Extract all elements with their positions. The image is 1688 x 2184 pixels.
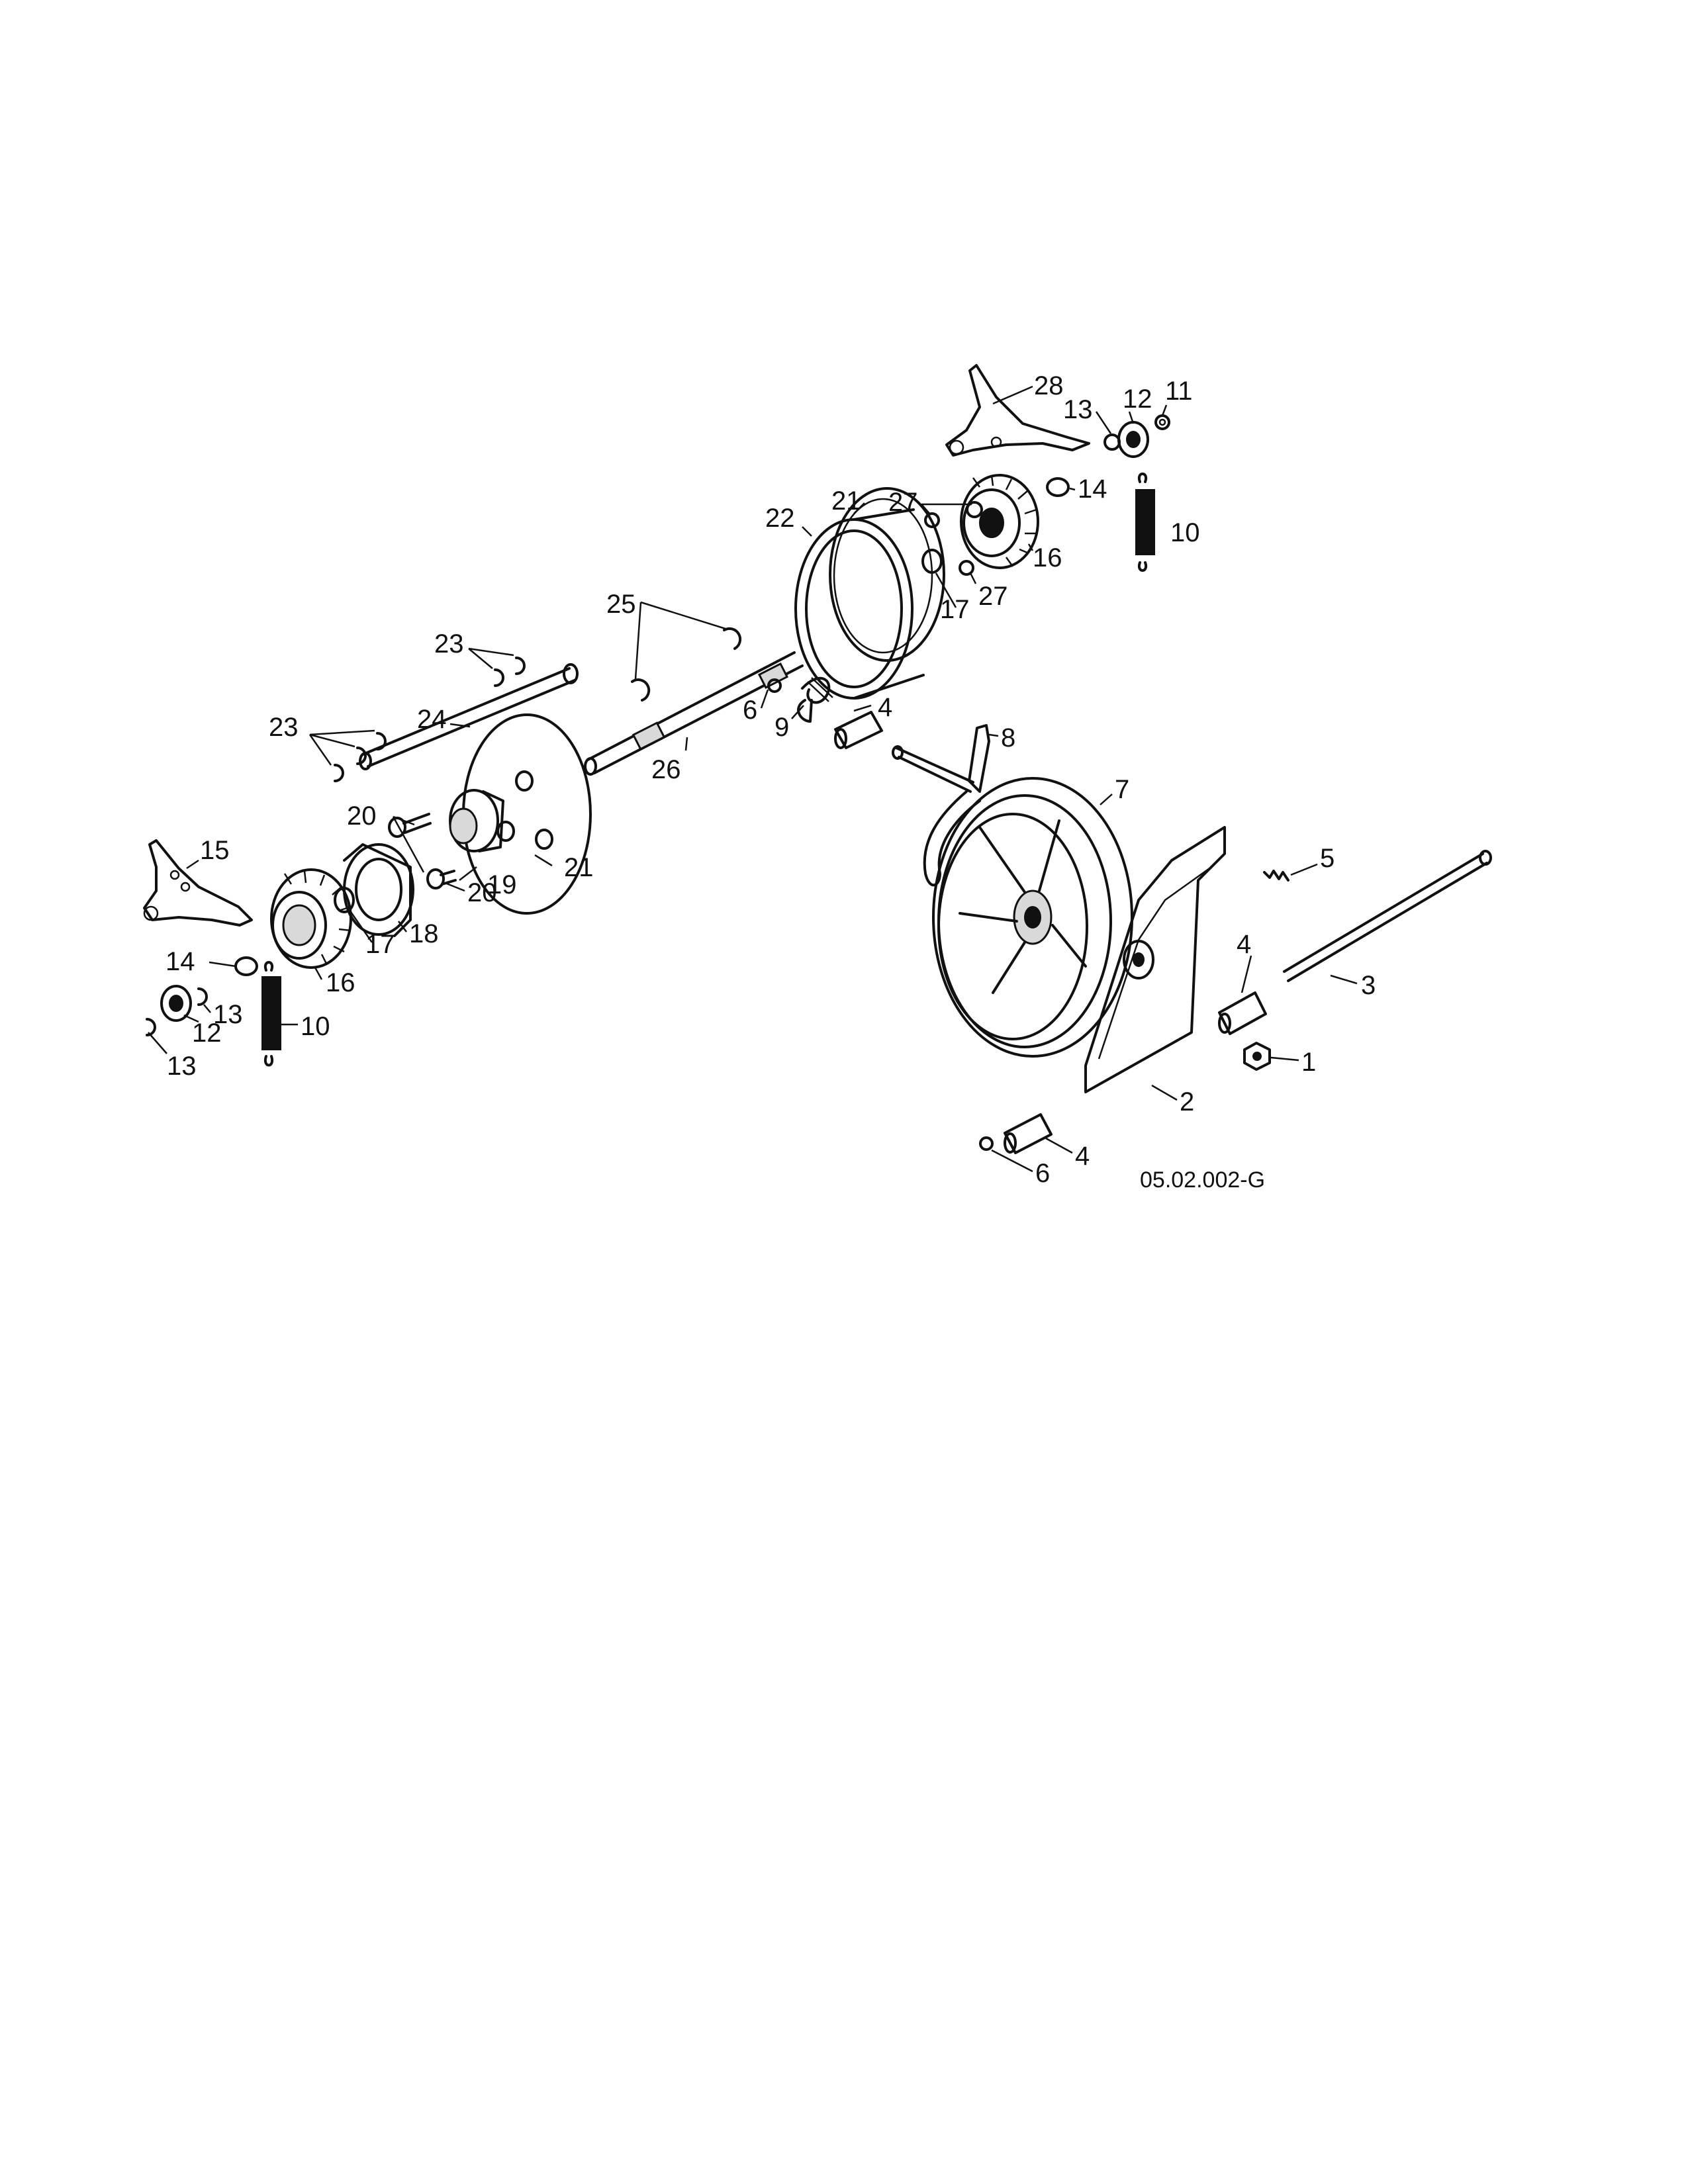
label-11: 11 bbox=[1165, 377, 1193, 406]
part-27-washer-a bbox=[924, 512, 940, 528]
part-23-clip-upper-a bbox=[494, 668, 504, 687]
part-14-washer-upper bbox=[1046, 477, 1070, 497]
part-1-nut bbox=[1243, 1042, 1271, 1071]
label-5: 5 bbox=[1320, 844, 1335, 873]
label-19: 19 bbox=[487, 870, 517, 899]
part-5-small-spring bbox=[1263, 870, 1289, 882]
label-15: 15 bbox=[200, 836, 230, 865]
label-13-lower-a: 13 bbox=[213, 1000, 243, 1029]
part-2-bracket-plate bbox=[1084, 826, 1226, 1093]
part-15-lever-lower bbox=[143, 839, 253, 927]
part-4-spacer-upper bbox=[834, 711, 883, 749]
label-28: 28 bbox=[1034, 371, 1064, 400]
part-23-clip-lower-a bbox=[334, 764, 344, 782]
label-4-upper: 4 bbox=[878, 693, 892, 722]
label-18: 18 bbox=[409, 919, 439, 948]
part-11-nut bbox=[1154, 414, 1170, 430]
part-13-retaining-ring-upper bbox=[1103, 433, 1121, 451]
drawing-code: 05.02.002-G bbox=[1140, 1167, 1265, 1193]
label-10-lower: 10 bbox=[301, 1012, 330, 1041]
part-19-hub bbox=[449, 789, 504, 852]
part-27-washer-c bbox=[959, 560, 974, 576]
leader-lines bbox=[148, 385, 1358, 1173]
label-12-upper: 12 bbox=[1123, 385, 1152, 414]
part-14-washer-lower bbox=[234, 956, 258, 976]
part-6-pin-lower bbox=[979, 1136, 994, 1151]
part-8-linkage bbox=[892, 724, 990, 887]
part-21-disc-upper bbox=[829, 487, 945, 662]
label-27-right: 27 bbox=[978, 582, 1008, 611]
label-6-upper: 6 bbox=[743, 696, 757, 725]
label-13-upper: 13 bbox=[1063, 395, 1093, 424]
label-23-lower: 23 bbox=[269, 713, 299, 742]
part-26-hex-shaft bbox=[584, 651, 804, 776]
part-12-bearing-lower bbox=[160, 985, 192, 1022]
label-21-lower: 21 bbox=[564, 853, 594, 882]
label-21-upper: 21 bbox=[831, 486, 861, 516]
part-labels: 28 13 12 11 14 10 27 21 22 16 27 17 25 2… bbox=[165, 371, 1376, 1193]
label-20-upper: 20 bbox=[347, 801, 377, 831]
label-7: 7 bbox=[1115, 775, 1129, 804]
label-10-upper: 10 bbox=[1170, 518, 1200, 547]
part-22-drive-drum bbox=[794, 508, 925, 700]
label-16-upper: 16 bbox=[1033, 543, 1062, 572]
part-3-long-rod bbox=[1283, 850, 1492, 982]
part-13-ring-lower-a bbox=[197, 987, 208, 1006]
part-20-bolt-b bbox=[426, 868, 457, 889]
part-4-spacer-right bbox=[1218, 991, 1267, 1035]
part-6-pin-upper bbox=[767, 678, 782, 693]
part-9-torsion-spring bbox=[797, 676, 833, 723]
label-2: 2 bbox=[1180, 1087, 1194, 1116]
part-18-bearing-housing bbox=[343, 843, 414, 937]
part-23-clip-upper-b bbox=[515, 657, 526, 675]
label-24: 24 bbox=[417, 705, 447, 734]
label-4-lower: 4 bbox=[1075, 1142, 1090, 1171]
part-10-spring-upper bbox=[1135, 473, 1155, 572]
label-20-lower: 20 bbox=[467, 878, 497, 907]
label-14-lower: 14 bbox=[165, 947, 195, 976]
part-25-clip-a bbox=[723, 627, 742, 650]
label-6-lower: 6 bbox=[1035, 1159, 1050, 1188]
label-16-lower: 16 bbox=[326, 968, 355, 997]
label-27-upper: 27 bbox=[888, 488, 918, 517]
part-28-lever-bracket bbox=[945, 364, 1090, 457]
label-12-lower: 12 bbox=[192, 1019, 222, 1048]
label-1: 1 bbox=[1301, 1048, 1316, 1077]
part-27-washer-b bbox=[966, 501, 983, 518]
label-9: 9 bbox=[774, 713, 789, 742]
part-17-bushing-lower bbox=[334, 887, 355, 913]
label-3: 3 bbox=[1361, 971, 1376, 1000]
part-10-spring-lower bbox=[261, 961, 281, 1067]
label-26: 26 bbox=[651, 755, 681, 784]
label-22: 22 bbox=[765, 504, 795, 533]
part-25-clip-b bbox=[631, 678, 651, 702]
part-23-clip-lower-b bbox=[356, 747, 367, 765]
part-16-gear-upper bbox=[960, 474, 1039, 569]
part-12-bearing-upper bbox=[1117, 421, 1149, 458]
part-24-axle-rod bbox=[359, 663, 579, 770]
label-14-upper: 14 bbox=[1078, 475, 1107, 504]
part-16-gear-lower bbox=[270, 868, 352, 969]
label-17-upper: 17 bbox=[940, 595, 970, 624]
label-23-upper: 23 bbox=[434, 629, 464, 659]
label-13-lower-b: 13 bbox=[167, 1052, 197, 1081]
label-4-right: 4 bbox=[1237, 930, 1251, 959]
part-23-clip-lower-c bbox=[376, 732, 387, 751]
label-8: 8 bbox=[1001, 723, 1015, 752]
label-25: 25 bbox=[606, 590, 636, 619]
label-17-lower: 17 bbox=[365, 930, 395, 959]
part-4-spacer-lower bbox=[1004, 1113, 1053, 1154]
